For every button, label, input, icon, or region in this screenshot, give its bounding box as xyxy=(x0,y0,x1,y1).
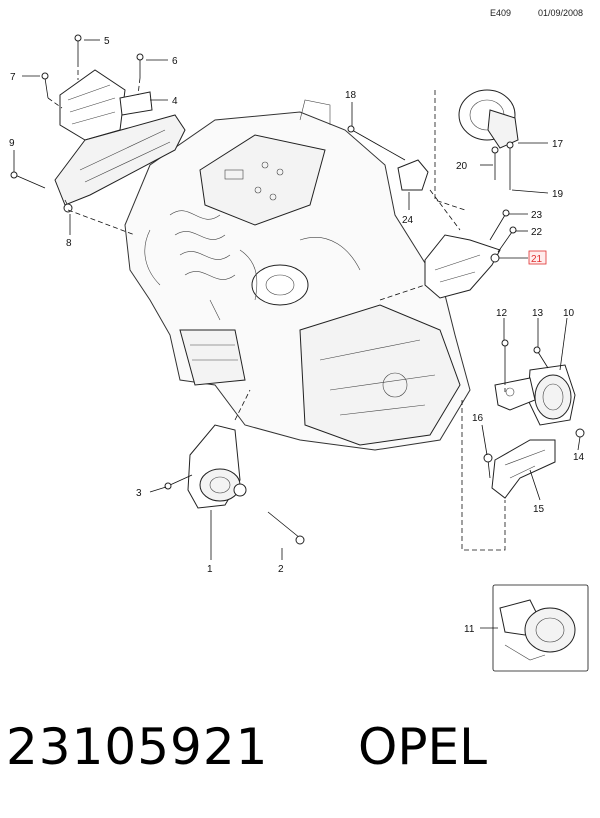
callout-8: 8 xyxy=(66,238,72,249)
callout-24: 24 xyxy=(402,215,414,226)
upper-left-mount xyxy=(10,34,186,213)
callout-9: 9 xyxy=(9,138,15,149)
callout-labels: 5 6 7 4 9 8 18 17 20 19 24 23 22 21 12 1… xyxy=(9,36,585,635)
upper-right-mount xyxy=(347,89,519,299)
callout-5: 5 xyxy=(104,36,110,47)
callout-12: 12 xyxy=(496,308,508,319)
callout-23: 23 xyxy=(531,210,543,221)
callout-18: 18 xyxy=(345,90,357,101)
callout-11: 11 xyxy=(464,624,475,635)
callout-21: 21 xyxy=(531,254,543,265)
callout-21-highlight xyxy=(528,250,547,265)
engine-mount-diagram: 5 6 7 4 9 8 18 17 20 19 24 23 22 21 12 1… xyxy=(9,34,589,672)
callout-19: 19 xyxy=(552,189,564,200)
callout-1: 1 xyxy=(207,564,213,575)
lower-mount xyxy=(164,424,305,545)
callout-20: 20 xyxy=(456,161,468,172)
callout-22: 22 xyxy=(531,227,543,238)
callout-16: 16 xyxy=(472,413,484,424)
callout-10: 10 xyxy=(563,308,575,319)
brand-name: OPEL xyxy=(358,718,487,776)
part-number: 23105921 xyxy=(6,718,269,776)
inset-detail-box xyxy=(492,584,589,672)
callout-6: 6 xyxy=(172,56,178,67)
callout-17: 17 xyxy=(552,139,564,150)
diagram-code: E409 xyxy=(490,8,512,18)
callout-15: 15 xyxy=(533,504,545,515)
right-mount xyxy=(483,339,585,499)
diagram-date: 01/09/2008 xyxy=(538,8,584,18)
callout-3: 3 xyxy=(136,488,142,499)
engine-assembly xyxy=(124,99,471,451)
leader-lines xyxy=(13,39,581,629)
callout-2: 2 xyxy=(278,564,284,575)
callout-14: 14 xyxy=(573,452,585,463)
callout-7: 7 xyxy=(10,72,16,83)
assembly-lines xyxy=(47,62,506,551)
callout-4: 4 xyxy=(172,96,178,107)
callout-13: 13 xyxy=(532,308,544,319)
